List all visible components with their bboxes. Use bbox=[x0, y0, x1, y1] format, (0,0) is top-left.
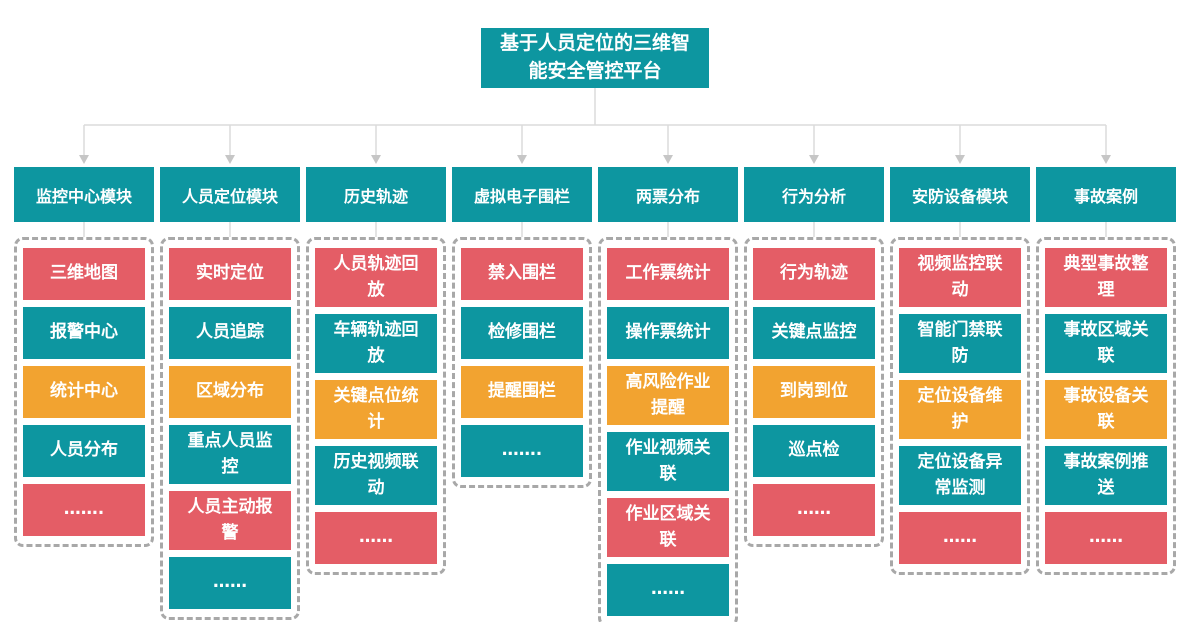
module-item: 统计中心 bbox=[23, 366, 145, 418]
module-item: 车辆轨迹回放 bbox=[315, 314, 437, 373]
module-header: 事故案例 bbox=[1036, 167, 1176, 222]
module-item: …… bbox=[753, 484, 875, 536]
module-item: 操作票统计 bbox=[607, 307, 729, 359]
module-items-container: 禁入围栏检修围栏提醒围栏 ……. bbox=[452, 237, 592, 488]
module-item: 提醒围栏 bbox=[461, 366, 583, 418]
module-column-1: 监控中心模块三维地图报警中心统计中心人员分布 ……. bbox=[14, 167, 154, 622]
module-item: 人员追踪 bbox=[169, 307, 291, 359]
module-item: …… bbox=[607, 564, 729, 616]
module-item: 定位设备异常监测 bbox=[899, 446, 1021, 505]
root-node: 基于人员定位的三维智能安全管控平台 bbox=[481, 28, 709, 88]
module-item: 高风险作业提醒 bbox=[607, 366, 729, 425]
module-item: 典型事故整理 bbox=[1045, 248, 1167, 307]
module-item: 巡点检 bbox=[753, 425, 875, 477]
module-column-2: 人员定位模块实时定位人员追踪区域分布重点人员监控人员主动报警 …… bbox=[160, 167, 300, 622]
module-item: 人员分布 bbox=[23, 425, 145, 477]
module-header: 行为分析 bbox=[744, 167, 884, 222]
module-item: 事故案例推送 bbox=[1045, 446, 1167, 505]
module-items-container: 行为轨迹关键点监控到岗到位巡点检 …… bbox=[744, 237, 884, 547]
module-item: 实时定位 bbox=[169, 248, 291, 300]
module-item: 作业区域关联 bbox=[607, 498, 729, 557]
module-header: 历史轨迹 bbox=[306, 167, 446, 222]
module-item: ……. bbox=[23, 484, 145, 536]
module-header: 安防设备模块 bbox=[890, 167, 1030, 222]
module-item: 事故区域关联 bbox=[1045, 314, 1167, 373]
module-item: 关键点位统计 bbox=[315, 380, 437, 439]
module-items-container: 实时定位人员追踪区域分布重点人员监控人员主动报警 …… bbox=[160, 237, 300, 620]
module-item: 关键点监控 bbox=[753, 307, 875, 359]
module-item: 智能门禁联防 bbox=[899, 314, 1021, 373]
module-item: …… bbox=[169, 557, 291, 609]
module-items-container: 工作票统计操作票统计高风险作业提醒作业视频关联作业区域关联 …… bbox=[598, 237, 738, 622]
module-item: 检修围栏 bbox=[461, 307, 583, 359]
module-item: 禁入围栏 bbox=[461, 248, 583, 300]
module-item: 事故设备关联 bbox=[1045, 380, 1167, 439]
module-column-8: 事故案例典型事故整理事故区域关联事故设备关联事故案例推送 …… bbox=[1036, 167, 1176, 622]
module-header: 两票分布 bbox=[598, 167, 738, 222]
root-title: 基于人员定位的三维智能安全管控平台 bbox=[499, 32, 690, 82]
module-column-3: 历史轨迹人员轨迹回放车辆轨迹回放关键点位统计历史视频联动 …… bbox=[306, 167, 446, 622]
module-item: 报警中心 bbox=[23, 307, 145, 359]
module-column-4: 虚拟电子围栏禁入围栏检修围栏提醒围栏 ……. bbox=[452, 167, 592, 622]
module-item: 定位设备维护 bbox=[899, 380, 1021, 439]
module-item: 作业视频关联 bbox=[607, 432, 729, 491]
module-items-container: 视频监控联动智能门禁联防定位设备维护定位设备异常监测 …… bbox=[890, 237, 1030, 575]
module-item: 视频监控联动 bbox=[899, 248, 1021, 307]
module-items-container: 人员轨迹回放车辆轨迹回放关键点位统计历史视频联动 …… bbox=[306, 237, 446, 575]
module-items-container: 三维地图报警中心统计中心人员分布 ……. bbox=[14, 237, 154, 547]
module-item: 到岗到位 bbox=[753, 366, 875, 418]
module-column-6: 行为分析行为轨迹关键点监控到岗到位巡点检 …… bbox=[744, 167, 884, 622]
module-column-5: 两票分布工作票统计操作票统计高风险作业提醒作业视频关联作业区域关联 …… bbox=[598, 167, 738, 622]
module-item: 区域分布 bbox=[169, 366, 291, 418]
module-header: 人员定位模块 bbox=[160, 167, 300, 222]
module-item: 重点人员监控 bbox=[169, 425, 291, 484]
module-item: 人员轨迹回放 bbox=[315, 248, 437, 307]
module-column-7: 安防设备模块视频监控联动智能门禁联防定位设备维护定位设备异常监测 …… bbox=[890, 167, 1030, 622]
module-item: …… bbox=[315, 512, 437, 564]
module-header: 虚拟电子围栏 bbox=[452, 167, 592, 222]
module-header: 监控中心模块 bbox=[14, 167, 154, 222]
module-item: 工作票统计 bbox=[607, 248, 729, 300]
module-columns: 监控中心模块三维地图报警中心统计中心人员分布 ……. 人员定位模块实时定位人员追踪区… bbox=[14, 167, 1176, 622]
module-item: 历史视频联动 bbox=[315, 446, 437, 505]
module-item: ……. bbox=[461, 425, 583, 477]
module-item: 三维地图 bbox=[23, 248, 145, 300]
module-item: 行为轨迹 bbox=[753, 248, 875, 300]
module-items-container: 典型事故整理事故区域关联事故设备关联事故案例推送 …… bbox=[1036, 237, 1176, 575]
module-item: …… bbox=[1045, 512, 1167, 564]
module-item: 人员主动报警 bbox=[169, 491, 291, 550]
module-item: …… bbox=[899, 512, 1021, 564]
